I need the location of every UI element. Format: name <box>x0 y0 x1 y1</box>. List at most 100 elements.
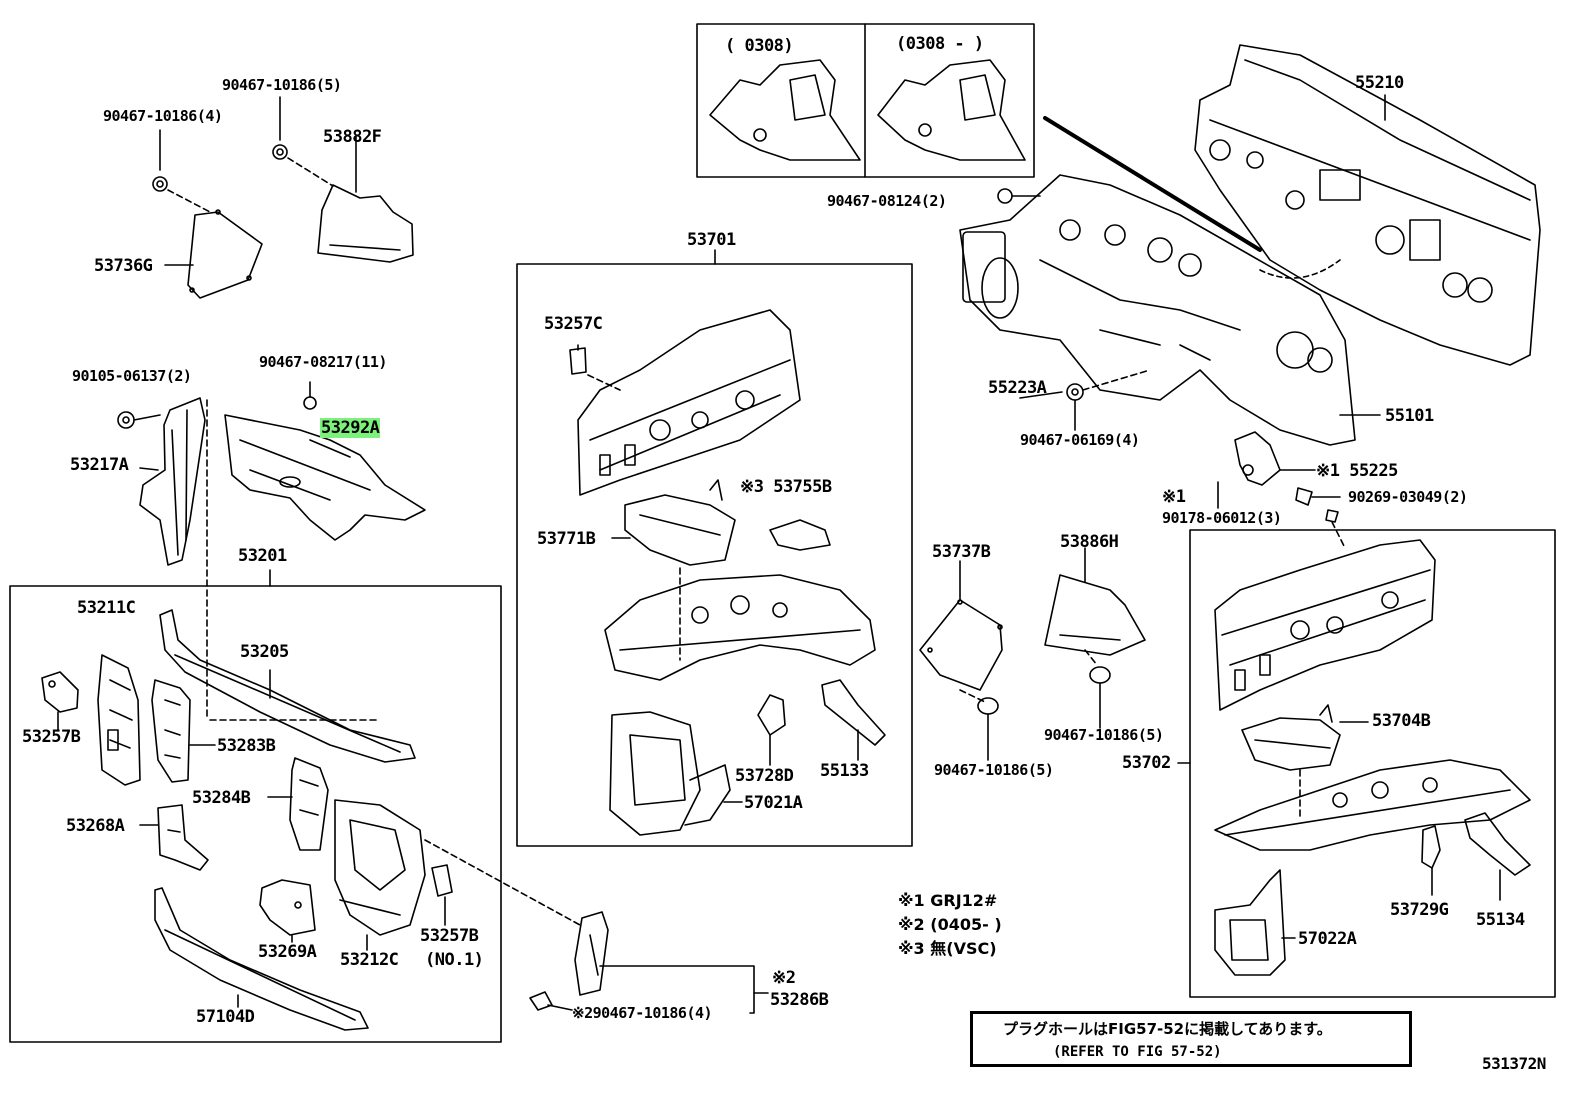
callout-53205[interactable]: 53205 <box>240 642 289 662</box>
callout-53212c[interactable]: 53212C <box>340 950 399 970</box>
clip-90467-10186-drawing <box>152 96 288 192</box>
callout-53284b[interactable]: 53284B <box>192 788 251 808</box>
part-53269a-drawing <box>259 879 316 936</box>
variant-left-drawing <box>709 59 861 161</box>
callout-90467-10186-5-right[interactable]: 90467-10186(5) <box>1044 726 1164 744</box>
callout-53257b-left[interactable]: 53257B <box>22 727 81 747</box>
callout-90467-08217[interactable]: 90467-08217(11) <box>259 353 387 371</box>
diagram-id: 531372N <box>1482 1054 1546 1073</box>
part-53257c-drawing <box>569 347 587 375</box>
part-53701-upper-drawing <box>577 309 801 496</box>
part-53212c-drawing <box>334 799 426 936</box>
callout-90467-10186-5-top[interactable]: 90467-10186(5) <box>222 76 342 94</box>
part-53217a-drawing <box>117 397 206 566</box>
refer-note-japanese: プラグホールはFIG57-52に掲載してあります。 <box>1003 1020 1332 1038</box>
part-55225-drawing <box>1234 431 1281 486</box>
leader-dashed-53286b <box>424 839 581 926</box>
clip-90269-drawing <box>1295 487 1339 523</box>
part-55133-drawing <box>821 679 886 746</box>
variant-right-drawing <box>877 59 1026 161</box>
part-53729g-drawing <box>1421 825 1441 869</box>
callout-53257b-no1[interactable]: 53257B <box>420 926 479 946</box>
callout-53771b[interactable]: 53771B <box>537 529 596 549</box>
callout-90467-10186-4-bottom[interactable]: ※290467-10186(4) <box>572 1004 713 1022</box>
callout-53882f[interactable]: 53882F <box>323 127 382 147</box>
leader-dashed-top-left <box>167 157 334 214</box>
callout-57021a[interactable]: 57021A <box>744 793 803 813</box>
callout-55210[interactable]: 55210 <box>1355 73 1404 93</box>
highlighted-part-number[interactable]: 53292A <box>320 418 381 438</box>
footnote-3: ※3 無(VSC) <box>898 939 997 958</box>
clip-mid-drawing <box>977 666 1111 761</box>
callout-53292a[interactable]: 53292A <box>320 418 381 438</box>
callout-53211c[interactable]: 53211C <box>77 598 136 618</box>
callout-57104d[interactable]: 57104D <box>196 1007 255 1027</box>
part-53737b-drawing <box>919 599 1003 691</box>
callout-90178-06012[interactable]: 90178-06012(3) <box>1162 509 1282 527</box>
part-53283b-drawing <box>151 679 191 783</box>
part-53286b-drawing <box>529 911 609 1011</box>
callout-55134[interactable]: 55134 <box>1476 910 1525 930</box>
part-55210-drawing <box>1194 44 1541 366</box>
variant-right-label: (0308 - ) <box>896 34 984 54</box>
callout-53257b-no1-sub: (NO.1) <box>425 950 484 970</box>
callout-53217a[interactable]: 53217A <box>70 455 129 475</box>
callout-55133[interactable]: 55133 <box>820 761 869 781</box>
callout-90467-10186-5-mid[interactable]: 90467-10186(5) <box>934 761 1054 779</box>
callout-90467-06169[interactable]: 90467-06169(4) <box>1020 431 1140 449</box>
group-label-53701[interactable]: 53701 <box>687 230 736 250</box>
footnote-2: ※2 (0405- ) <box>898 915 1002 934</box>
callout-55223a[interactable]: 55223A <box>988 378 1047 398</box>
callout-53704b[interactable]: 53704B <box>1372 711 1431 731</box>
leader-dashed-53702 <box>1331 521 1346 549</box>
leader-53292a <box>309 439 351 458</box>
callout-53737b[interactable]: 53737B <box>932 542 991 562</box>
part-53211c-drawing <box>97 654 141 786</box>
callout-90178-mark: ※1 <box>1162 487 1186 507</box>
callout-90467-08124[interactable]: 90467-08124(2) <box>827 192 947 210</box>
leader-90467-bottom <box>547 1004 573 1011</box>
part-57104d-drawing <box>154 887 369 1031</box>
part-53882f-drawing <box>317 184 414 263</box>
clip-90467-06169-drawing <box>1066 383 1084 431</box>
part-53704b-drawing <box>1241 704 1341 771</box>
part-55134-drawing <box>1464 812 1531 876</box>
part-53284b-drawing <box>289 757 329 851</box>
callout-53268a[interactable]: 53268A <box>66 816 125 836</box>
part-57021a-drawing <box>609 711 731 836</box>
callout-53736g[interactable]: 53736G <box>94 256 153 276</box>
callout-53286b[interactable]: 53286B <box>770 990 829 1010</box>
bracket-53286b <box>599 965 755 1014</box>
refer-note-box: プラグホールはFIG57-52に掲載してあります。 (REFER TO FIG … <box>970 1011 1412 1067</box>
callout-90105-06137[interactable]: 90105-06137(2) <box>72 367 192 385</box>
part-53205-drawing <box>159 609 416 763</box>
group-label-53702[interactable]: 53702 <box>1122 753 1171 773</box>
clip-90467-08124-drawing <box>997 188 1041 204</box>
callout-53257c[interactable]: 53257C <box>544 314 603 334</box>
callout-53286b-mark: ※2 <box>772 968 796 988</box>
part-57022a-drawing <box>1214 869 1286 976</box>
variant-left-label: ( 0308) <box>725 36 794 56</box>
insulator-rod-drawing <box>1043 116 1262 252</box>
callout-90269-03049[interactable]: 90269-03049(2) <box>1348 488 1468 506</box>
part-53736g-drawing <box>187 209 263 299</box>
part-53702-upper-drawing <box>1214 539 1436 711</box>
group-label-53201[interactable]: 53201 <box>238 546 287 566</box>
callout-55101[interactable]: 55101 <box>1385 406 1434 426</box>
callout-53729g[interactable]: 53729G <box>1390 900 1449 920</box>
callout-53269a[interactable]: 53269A <box>258 942 317 962</box>
group-53701-frame <box>516 263 913 847</box>
callout-53755b[interactable]: ※3 53755B <box>740 477 832 497</box>
callout-53728d[interactable]: 53728D <box>735 766 794 786</box>
callout-57022a[interactable]: 57022A <box>1298 929 1357 949</box>
part-53702-lower-drawing <box>1214 759 1531 851</box>
callout-53283b[interactable]: 53283B <box>217 736 276 756</box>
callout-53886h[interactable]: 53886H <box>1060 532 1119 552</box>
leader-55223a <box>1019 391 1063 399</box>
part-53257b-no1-drawing <box>431 864 453 897</box>
callout-55225[interactable]: ※1 55225 <box>1316 461 1398 481</box>
leader-dashed-55223a <box>1082 369 1151 391</box>
callout-90467-10186-4[interactable]: 90467-10186(4) <box>103 107 223 125</box>
part-53771b-drawing <box>624 479 736 566</box>
refer-note-english[interactable]: (REFER TO FIG 57-52) <box>1053 1044 1222 1060</box>
